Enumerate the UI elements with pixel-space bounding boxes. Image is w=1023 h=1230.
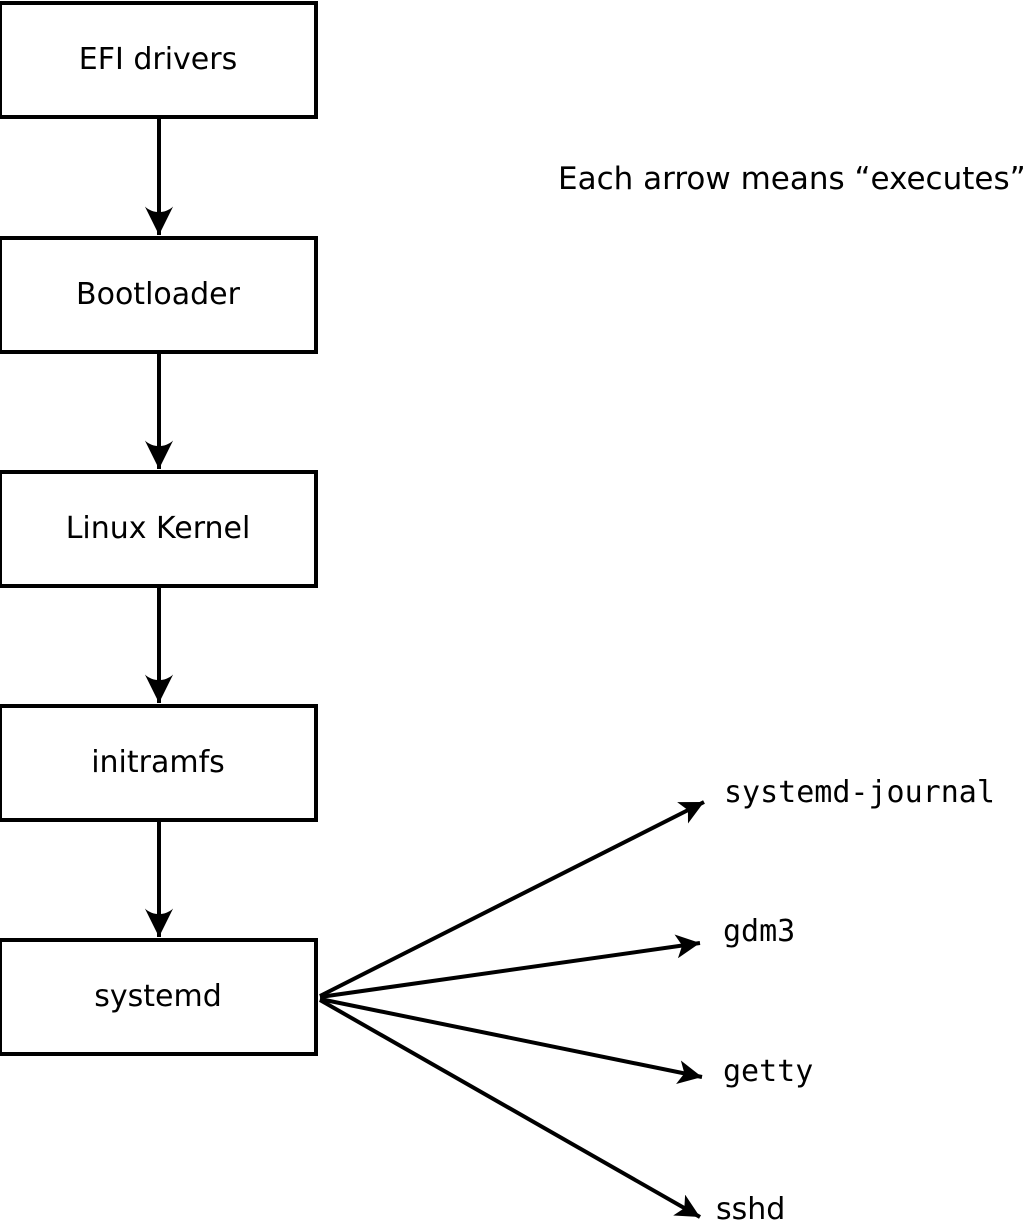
box-linux-kernel: Linux Kernel [0, 470, 318, 588]
box-bootloader-label: Bootloader [76, 277, 240, 312]
arrow-systemd-to-sshd [319, 998, 701, 1219]
box-bootloader: Bootloader [0, 236, 318, 354]
label-getty: getty [723, 1054, 814, 1089]
box-systemd: systemd [0, 938, 318, 1056]
box-initramfs: initramfs [0, 704, 318, 822]
arrow-systemd-to-gdm3 [319, 934, 701, 999]
label-systemd-journal: systemd-journal [724, 775, 995, 810]
box-efi-drivers-label: EFI drivers [78, 42, 238, 77]
label-gdm3: gdm3 [723, 914, 796, 949]
box-efi-drivers: EFI drivers [0, 1, 318, 119]
arrow-systemd-to-systemd-journal [319, 800, 705, 998]
arrow-meaning-note: Each arrow means “executes”. [558, 161, 1023, 197]
box-systemd-label: systemd [94, 979, 222, 1014]
box-linux-kernel-label: Linux Kernel [65, 511, 251, 546]
label-sshd: sshd [716, 1192, 786, 1227]
arrow-systemd-to-getty [319, 997, 703, 1084]
box-initramfs-label: initramfs [91, 745, 225, 780]
